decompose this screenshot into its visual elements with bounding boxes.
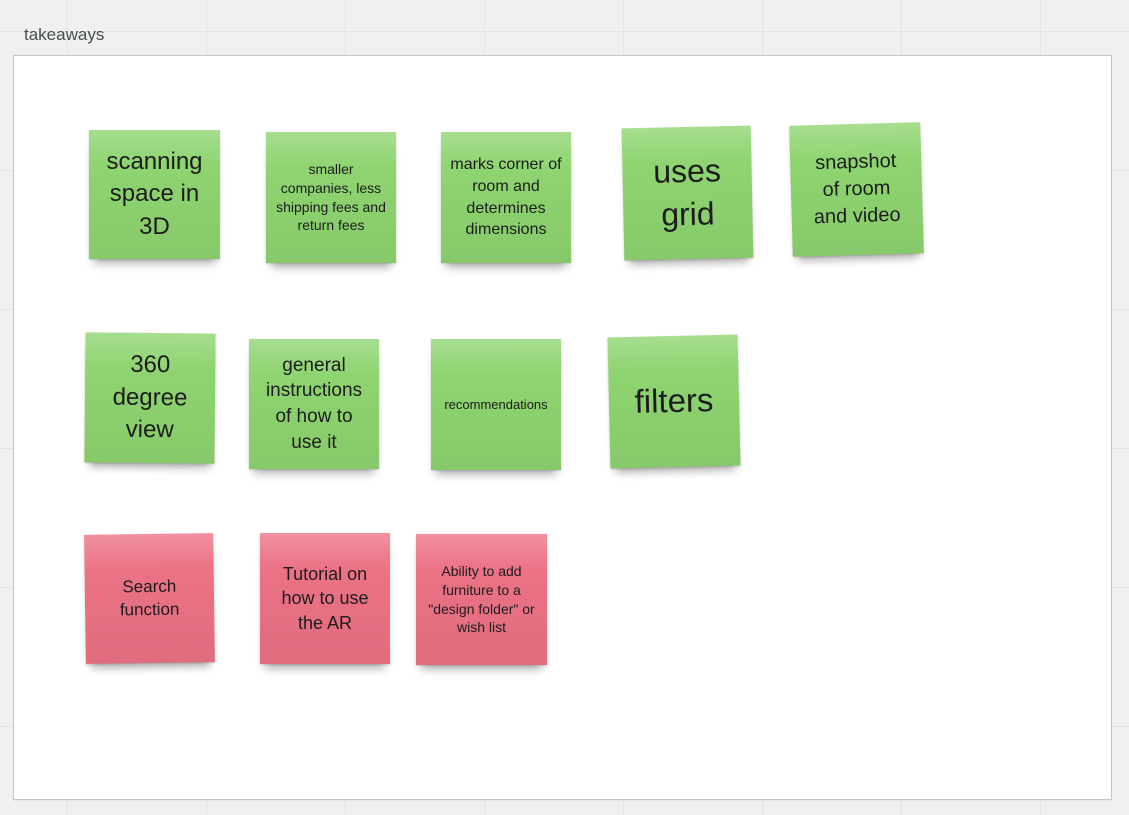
sticky-note-search-function[interactable]: Search function	[84, 533, 215, 664]
sticky-note-uses-grid[interactable]: uses grid	[621, 125, 754, 261]
sticky-note-text: Tutorial on how to use the AR	[281, 564, 369, 633]
sticky-note-filters[interactable]: filters	[607, 334, 741, 469]
sticky-note-design-folder-wish-list[interactable]: Ability to add furniture to a "design fo…	[416, 534, 547, 665]
sticky-note-scanning-space-in-3d[interactable]: scanning space in 3D	[89, 130, 220, 259]
sticky-note-text: 360 degree view	[112, 351, 188, 444]
sticky-note-360-degree-view[interactable]: 360 degree view	[84, 332, 216, 464]
sticky-note-text: uses grid	[652, 152, 722, 233]
frame-takeaways[interactable]: scanning space in 3D smaller companies, …	[13, 55, 1112, 800]
sticky-note-text: marks corner of room and determines dime…	[450, 156, 562, 239]
sticky-note-general-instructions[interactable]: general instructions of how to use it	[249, 339, 379, 469]
sticky-note-text: scanning space in 3D	[106, 147, 203, 240]
sticky-note-tutorial-ar[interactable]: Tutorial on how to use the AR	[260, 533, 390, 664]
sticky-note-text: general instructions of how to use it	[265, 354, 363, 453]
sticky-note-text: snapshot of room and video	[813, 149, 901, 229]
frame-title[interactable]: takeaways	[24, 25, 105, 44]
sticky-note-text: filters	[634, 381, 714, 421]
sticky-note-text: Search function	[119, 576, 180, 619]
sticky-note-text: Ability to add furniture to a "design fo…	[428, 562, 535, 636]
sticky-note-text: recommendations	[444, 396, 548, 412]
sticky-note-marks-corner[interactable]: marks corner of room and determines dime…	[441, 132, 571, 263]
sticky-note-snapshot-of-room[interactable]: snapshot of room and video	[789, 122, 924, 257]
sticky-note-smaller-companies[interactable]: smaller companies, less shipping fees an…	[266, 132, 396, 263]
sticky-note-text: smaller companies, less shipping fees an…	[276, 160, 386, 234]
sticky-note-recommendations[interactable]: recommendations	[431, 339, 561, 470]
